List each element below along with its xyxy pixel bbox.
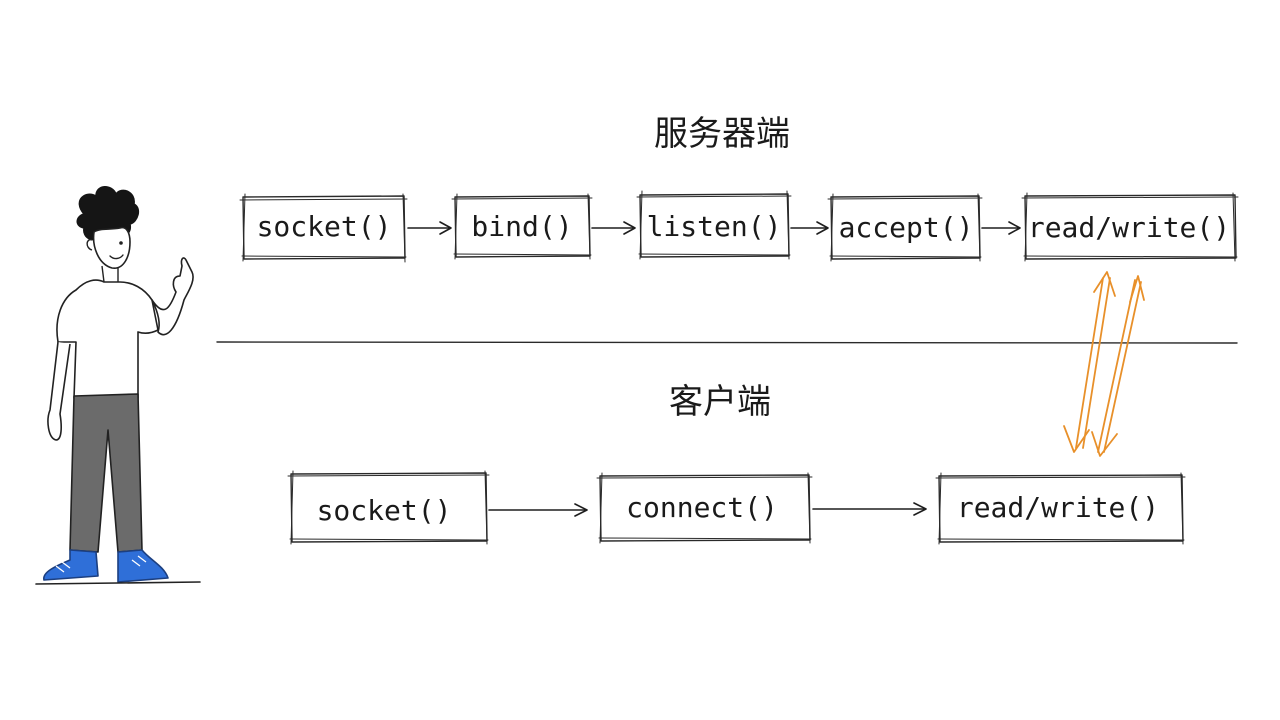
section-divider	[216, 341, 1238, 344]
server-step-socket-label: socket()	[257, 210, 392, 243]
server-arrow-3	[790, 221, 829, 235]
client-step-connect: connect()	[596, 472, 813, 544]
server-step-listen: listen()	[636, 190, 792, 260]
server-arrow-1	[407, 221, 452, 235]
double-arrow-icon	[1063, 271, 1145, 457]
client-step-connect-label: connect()	[626, 491, 778, 524]
client-step-socket: socket()	[287, 470, 490, 545]
client-step-socket-label: socket()	[317, 494, 452, 527]
client-step-readwrite: read/write()	[935, 472, 1186, 545]
server-step-accept: accept()	[827, 193, 983, 262]
server-step-bind-label: bind()	[471, 210, 572, 243]
server-step-readwrite: read/write()	[1021, 192, 1239, 262]
client-title: 客户端	[669, 382, 771, 422]
server-step-readwrite-label: read/write()	[1028, 211, 1230, 244]
client-arrow-1	[488, 503, 588, 517]
server-arrow-4	[981, 221, 1021, 235]
person-pointing-icon	[35, 186, 201, 585]
server-step-bind: bind()	[451, 193, 593, 260]
client-step-readwrite-label: read/write()	[957, 491, 1159, 524]
server-step-listen-label: listen()	[647, 210, 782, 243]
server-title: 服务器端	[654, 114, 790, 154]
server-arrow-2	[591, 221, 636, 235]
server-step-accept-label: accept()	[839, 211, 974, 244]
server-step-socket: socket()	[239, 193, 408, 263]
client-arrow-2	[812, 502, 927, 516]
